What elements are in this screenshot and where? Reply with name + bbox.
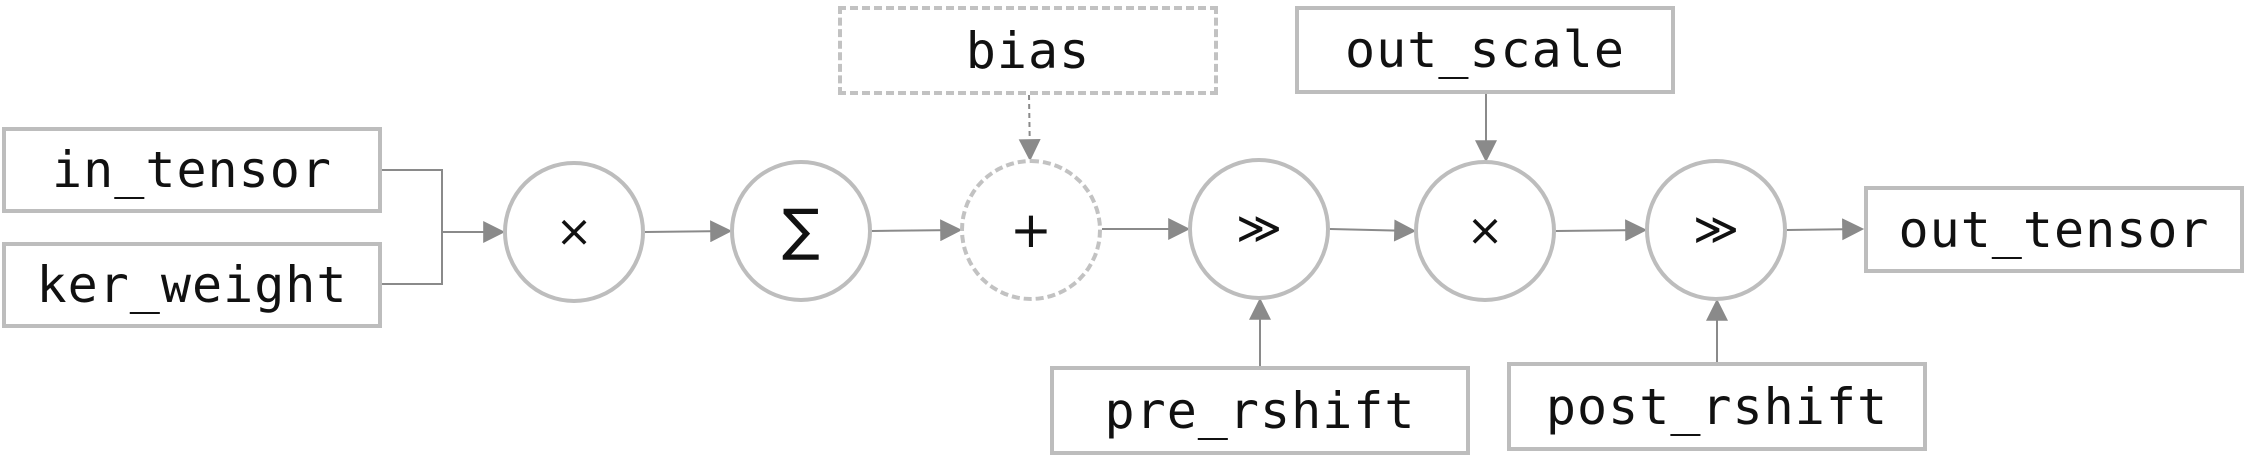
scale-multiply-node: × xyxy=(1414,160,1556,302)
scale-multiply-symbol: × xyxy=(1466,205,1504,256)
arrow-shift-to-scale xyxy=(1329,219,1417,242)
post-right-shift-node: ≫ xyxy=(1645,159,1787,301)
out-tensor-box: out_tensor xyxy=(1864,186,2244,273)
arrow-sum-to-add xyxy=(871,219,963,242)
arrow-bias-to-add xyxy=(1018,94,1041,162)
post-rshift-box: post_rshift xyxy=(1507,362,1927,451)
bias-box: bias xyxy=(838,6,1218,95)
wire-in-tensor xyxy=(382,169,443,232)
multiply-symbol: × xyxy=(555,206,593,257)
arrow-scale-to-postshift xyxy=(1555,219,1648,242)
post-right-shift-symbol: ≫ xyxy=(1692,204,1740,255)
right-shift-node: ≫ xyxy=(1188,158,1330,300)
in-tensor-label: in_tensor xyxy=(52,141,332,199)
ker-weight-label: ker_weight xyxy=(36,256,348,314)
sum-node: ∑ xyxy=(730,160,872,302)
multiply-node: × xyxy=(503,161,645,303)
out-scale-box: out_scale xyxy=(1295,6,1675,94)
pre-rshift-label: pre_rshift xyxy=(1104,381,1416,440)
out-scale-label: out_scale xyxy=(1345,21,1625,79)
pre-rshift-box: pre_rshift xyxy=(1050,366,1470,455)
right-shift-symbol: ≫ xyxy=(1235,203,1283,254)
add-node: + xyxy=(960,159,1102,301)
wire-ker-weight xyxy=(382,232,443,285)
post-rshift-label: post_rshift xyxy=(1545,377,1889,436)
in-tensor-box: in_tensor xyxy=(2,127,382,213)
out-tensor-label: out_tensor xyxy=(1898,200,2210,259)
ker-weight-box: ker_weight xyxy=(2,242,382,328)
bias-label: bias xyxy=(965,21,1091,80)
arrow-postshift-to-output xyxy=(1786,218,1865,241)
sum-symbol: ∑ xyxy=(782,198,820,263)
add-symbol: + xyxy=(1010,201,1052,259)
arrow-multiply-to-sum xyxy=(644,220,733,243)
